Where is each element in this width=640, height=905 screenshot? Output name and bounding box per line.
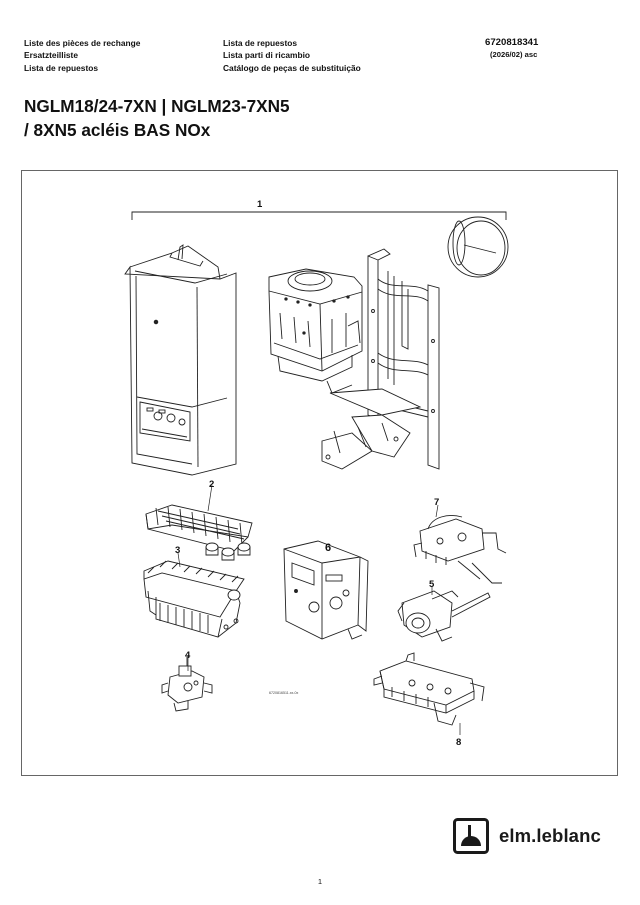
pump-drawing (397, 590, 491, 642)
header-column-1: Liste des pièces de rechange Ersatzteill… (24, 37, 140, 74)
hydraulic-block-drawing (373, 652, 485, 726)
document-number: 6720818341 (485, 37, 539, 48)
header-line: Ersatzteilliste (24, 50, 78, 61)
title-line-1: NGLM18/24-7XN | NGLM23-7XN5 (24, 96, 290, 116)
heat-exchanger-drawing (145, 504, 253, 561)
callout-1: 1 (257, 199, 263, 210)
header-column-2: Lista de repuestos Lista parti di ricamb… (223, 37, 361, 74)
gas-valve-drawing (161, 657, 213, 712)
callout-7: 7 (434, 497, 439, 508)
boiler-casing-drawing (124, 244, 237, 476)
page-number: 1 (317, 877, 323, 886)
header-line: Lista parti di ricambio (223, 50, 311, 61)
callout-5: 5 (429, 579, 435, 590)
header-line: Catálogo de peças de substituição (223, 62, 361, 73)
burner-hood-drawing (268, 268, 363, 394)
brand-logo: elm.leblanc (453, 818, 601, 854)
brand-name: elm.leblanc (499, 825, 601, 846)
callout-numbers: 1 2 3 4 5 6 7 8 (175, 199, 461, 748)
control-unit-drawing (283, 540, 369, 640)
back-frame-drawing (321, 248, 440, 470)
drawing-code: 6720816511.xx-0x (269, 691, 299, 695)
assembly-bracket (131, 211, 507, 220)
header-line: Lista de repuestos (24, 62, 99, 73)
document-revision: (2026/02) asc (490, 50, 538, 60)
callout-leaders (177, 484, 461, 735)
brand-mark-icon (453, 818, 489, 854)
callout-3: 3 (175, 545, 180, 556)
callout-8: 8 (456, 737, 461, 748)
valve-manifold-drawing (413, 515, 507, 584)
callout-4: 4 (185, 650, 191, 661)
title-line-2: / 8XN5 acléis BAS NOx (24, 120, 211, 140)
header-column-3: 6720818341 (2026/02) asc (485, 37, 538, 62)
expansion-vessel-drawing (447, 216, 509, 278)
callout-2: 2 (209, 479, 214, 490)
exploded-parts-diagram: 1 2 3 4 5 6 7 8 6720816511.xx-0x (21, 170, 618, 776)
header-line: Lista de repuestos (223, 38, 298, 48)
header-line: Liste des pièces de rechange (24, 38, 141, 48)
callout-6: 6 (325, 542, 331, 554)
combustion-chamber-drawing (143, 560, 245, 638)
page-title: NGLM18/24-7XN | NGLM23-7XN5 / 8XN5 acléi… (24, 94, 290, 142)
